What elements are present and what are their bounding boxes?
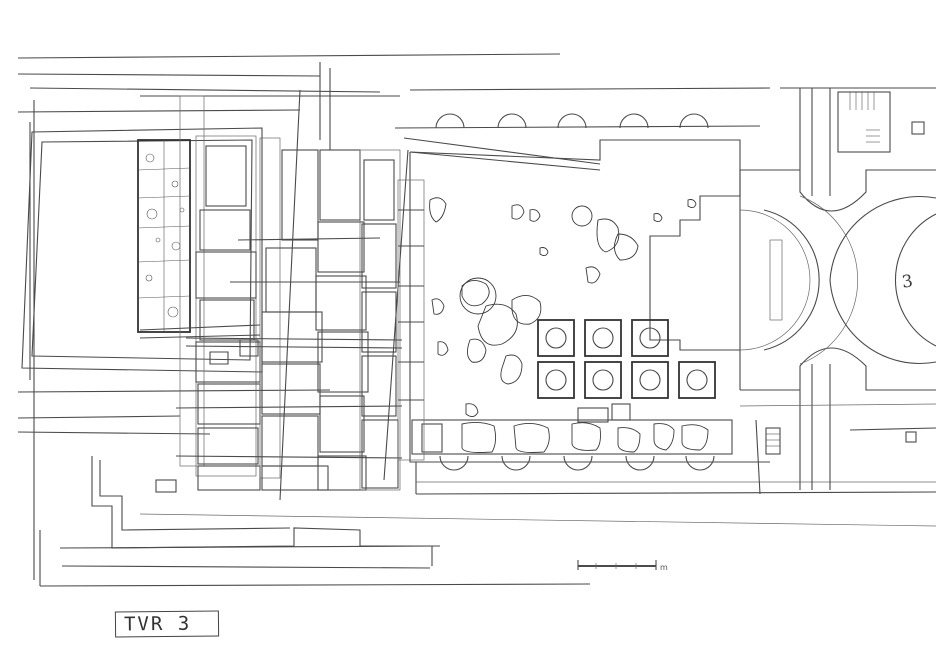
right-stairs xyxy=(765,91,925,455)
wall-niches xyxy=(435,113,715,471)
scale-unit-label: m xyxy=(660,563,668,572)
mosaic-strip xyxy=(137,139,191,333)
scale-bar xyxy=(577,560,657,570)
lower-left-stepped-wall xyxy=(39,456,591,587)
masonry-block-grid xyxy=(175,95,403,491)
top-boundary-lines xyxy=(17,53,936,150)
diagonal-overlay-lines xyxy=(139,89,601,501)
lower-chamber-row xyxy=(411,403,733,455)
courtyard-west-strip xyxy=(397,179,425,461)
rubble-fragments xyxy=(429,197,697,417)
coffered-grid xyxy=(537,319,716,399)
central-courtyard-outline xyxy=(139,139,936,527)
right-rotunda xyxy=(739,88,936,495)
plate-label: TVR 3 xyxy=(114,610,220,638)
